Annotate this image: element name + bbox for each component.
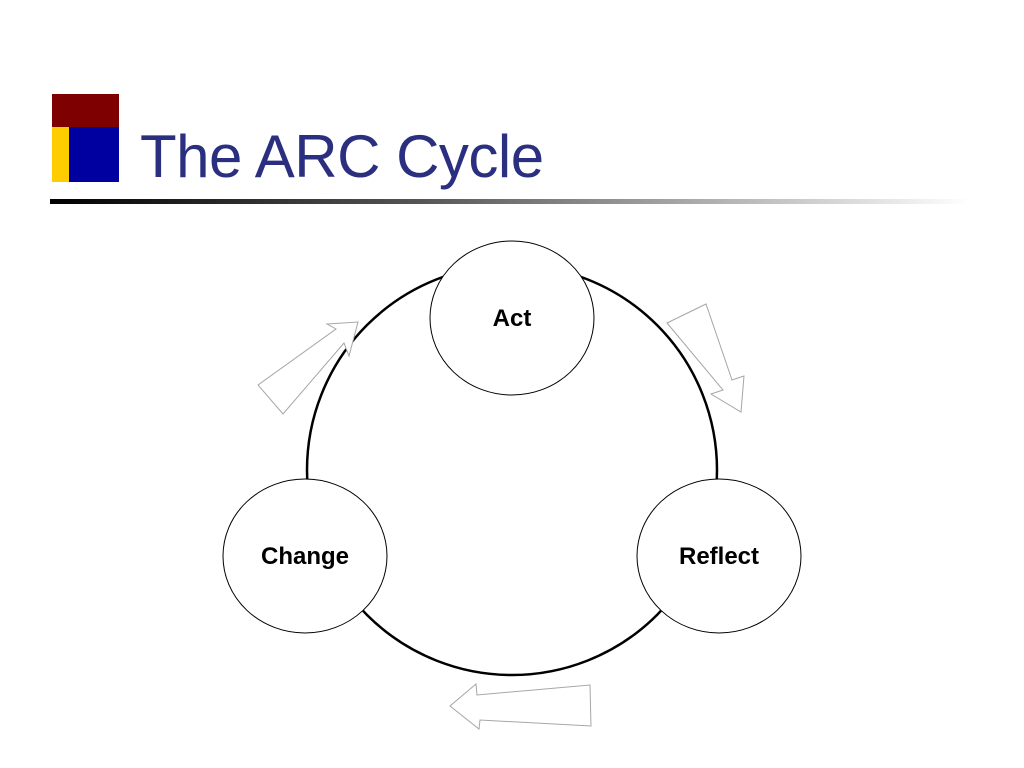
node-act[interactable]: Act xyxy=(429,240,595,396)
title-underline xyxy=(50,199,970,204)
node-act-label: Act xyxy=(493,305,532,332)
logo-blue-square xyxy=(69,127,119,182)
node-reflect[interactable]: Reflect xyxy=(636,478,802,634)
logo-yellow-bar xyxy=(52,127,69,182)
node-change-shape xyxy=(222,478,388,634)
node-change-label: Change xyxy=(261,543,349,570)
arrow-reflect-to-change-icon xyxy=(449,682,592,730)
slide-logo-icon xyxy=(52,94,119,182)
arrow-act-to-reflect-icon xyxy=(666,303,745,413)
arrow-change-to-act-icon xyxy=(257,321,359,415)
node-act-shape xyxy=(429,240,595,396)
node-change[interactable]: Change xyxy=(222,478,388,634)
node-reflect-label: Reflect xyxy=(679,543,759,570)
slide-title: The ARC Cycle xyxy=(140,123,544,190)
logo-red-square xyxy=(52,94,119,127)
node-reflect-shape xyxy=(636,478,802,634)
